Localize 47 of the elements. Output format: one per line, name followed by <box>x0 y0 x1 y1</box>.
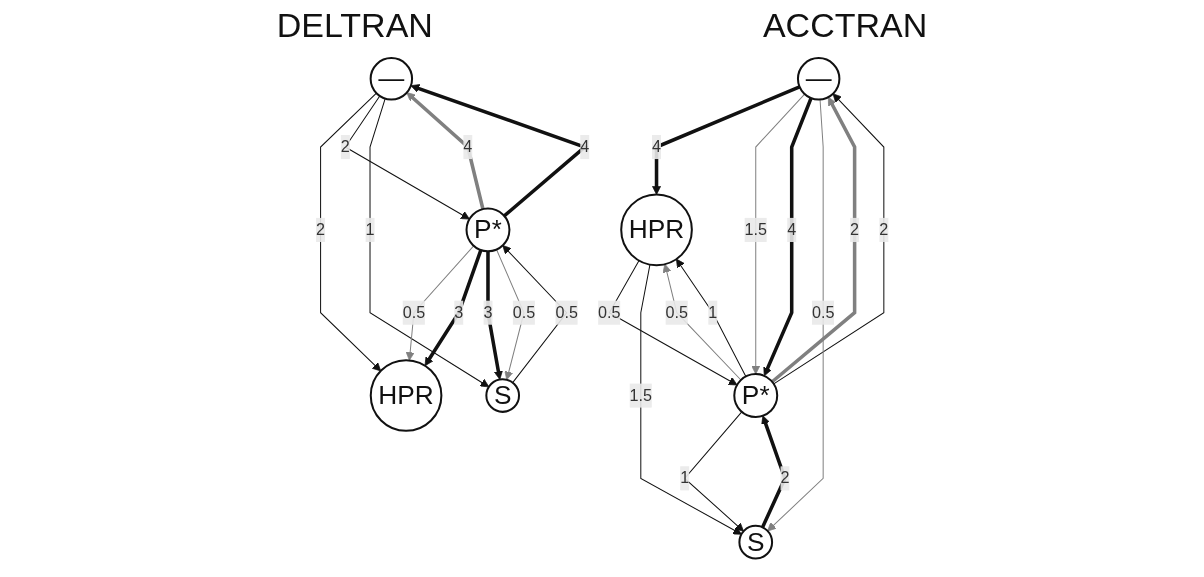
arrow <box>763 97 813 377</box>
edge-label: 2 <box>315 220 325 238</box>
edge-label: 3 <box>483 303 493 321</box>
node-circle: P* <box>465 207 511 253</box>
edge-label: 1.5 <box>629 386 652 404</box>
arrow <box>369 98 489 388</box>
edge-label: 1 <box>679 469 689 487</box>
edge-label: 1 <box>708 303 718 321</box>
arrow <box>405 245 474 361</box>
arrow <box>767 99 824 532</box>
node-circle: HPR <box>620 193 693 267</box>
edge-label: 0.5 <box>402 303 425 321</box>
arrow <box>319 92 381 372</box>
edge-label: 2 <box>780 469 790 487</box>
edge-label: 4 <box>580 137 589 156</box>
edge-label: 3 <box>454 303 464 321</box>
arrow <box>410 84 588 218</box>
node-circle: P* <box>733 373 778 418</box>
node-circle: S <box>738 524 773 560</box>
arrow <box>751 93 805 375</box>
arrow <box>640 264 742 535</box>
node-circle: — <box>369 57 413 101</box>
edge-label: 4 <box>463 137 473 156</box>
panel-heading: ACCTRAN <box>762 5 928 45</box>
arrow <box>662 263 742 381</box>
edge-label: 4 <box>786 220 796 238</box>
panel-heading: DELTRAN <box>276 5 433 45</box>
edge-label: 0.5 <box>512 303 535 321</box>
node-circle: S <box>485 378 520 413</box>
node-circle: — <box>796 57 841 101</box>
node-circle: HPR <box>369 359 443 432</box>
edge-label: 0.5 <box>665 303 688 321</box>
arrow <box>406 92 485 210</box>
edge-label: 2 <box>849 220 859 238</box>
edge-label: 0.5 <box>597 303 621 321</box>
arrow <box>773 93 885 385</box>
edge-label: 0.5 <box>555 303 578 321</box>
edge-label: 1 <box>365 220 375 238</box>
arrow <box>424 249 483 367</box>
edge-label: 2 <box>340 137 350 156</box>
edge-label: 0.5 <box>811 303 835 321</box>
edge-label: 2 <box>879 220 889 238</box>
edge-label: 1.5 <box>744 220 767 238</box>
arrow <box>770 96 857 384</box>
edge-label: 4 <box>651 137 661 156</box>
arrow <box>675 258 747 377</box>
arrow <box>651 85 801 195</box>
